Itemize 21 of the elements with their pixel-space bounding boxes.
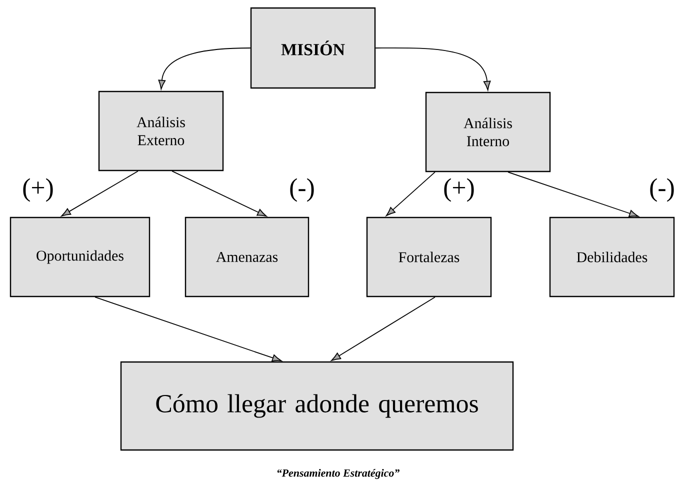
process-box: Fortalezas [366, 216, 492, 298]
sign-label: (+) [23, 178, 53, 202]
process-box: MISIÓN [250, 7, 376, 89]
arrow [61, 170, 138, 216]
process-box: Debilidades [549, 216, 675, 298]
sign-label: (-) [290, 178, 314, 202]
process-box: Cómo llegar adonde queremos [120, 361, 514, 451]
caption: “Pensamiento Estratégico” [277, 469, 400, 479]
process-box: Amenazas [184, 216, 310, 298]
arrow [375, 48, 491, 90]
process-box: Análisis Externo [98, 90, 224, 172]
arrow [331, 296, 436, 361]
arrow [508, 172, 639, 218]
process-box: Análisis Interno [425, 92, 551, 172]
process-box: Oportunidades [10, 216, 150, 298]
sign-label: (-) [650, 178, 674, 202]
arrow [94, 296, 282, 362]
sign-label: (+) [444, 178, 474, 202]
arrow [158, 48, 251, 90]
arrow [386, 172, 436, 216]
arrow [172, 170, 267, 217]
